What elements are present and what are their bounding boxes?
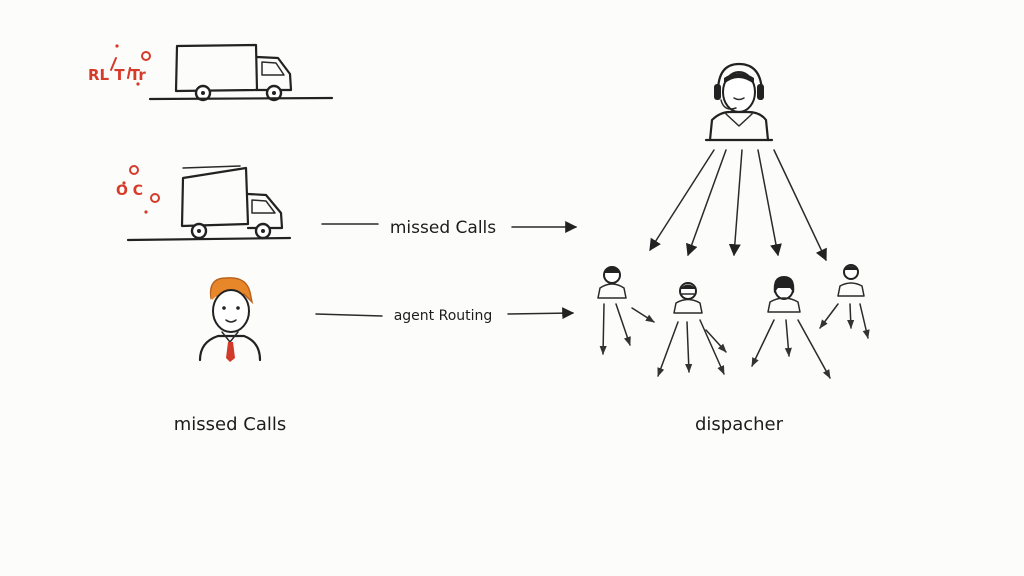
agent-output-arrows [599, 303, 870, 379]
agent-person [198, 277, 262, 362]
arrow-agent-routing: agent Routing [315, 307, 575, 324]
agent-small-3 [767, 276, 801, 313]
scribble-middle: O C [116, 165, 160, 214]
agent-small-2 [673, 282, 703, 314]
scribble-top: RL T Tr [88, 44, 151, 86]
arrow-missed-calls-label: missed Calls [390, 218, 496, 238]
agent-small-1 [597, 266, 627, 299]
scribble-middle-text: O C [116, 183, 143, 199]
caption-missed-calls: missed Calls [174, 414, 287, 435]
arrow-missed-calls: missed Calls [321, 218, 578, 238]
truck-top [148, 43, 334, 102]
scribble-top-text: RL T Tr [88, 66, 146, 84]
dispatcher-headset-person [704, 62, 774, 142]
agent-small-4 [837, 264, 865, 297]
arrow-agent-routing-label: agent Routing [394, 308, 493, 324]
dispatcher-fan-arrows [649, 149, 827, 262]
caption-dispatcher: dispacher [695, 414, 784, 435]
truck-middle [126, 165, 292, 242]
